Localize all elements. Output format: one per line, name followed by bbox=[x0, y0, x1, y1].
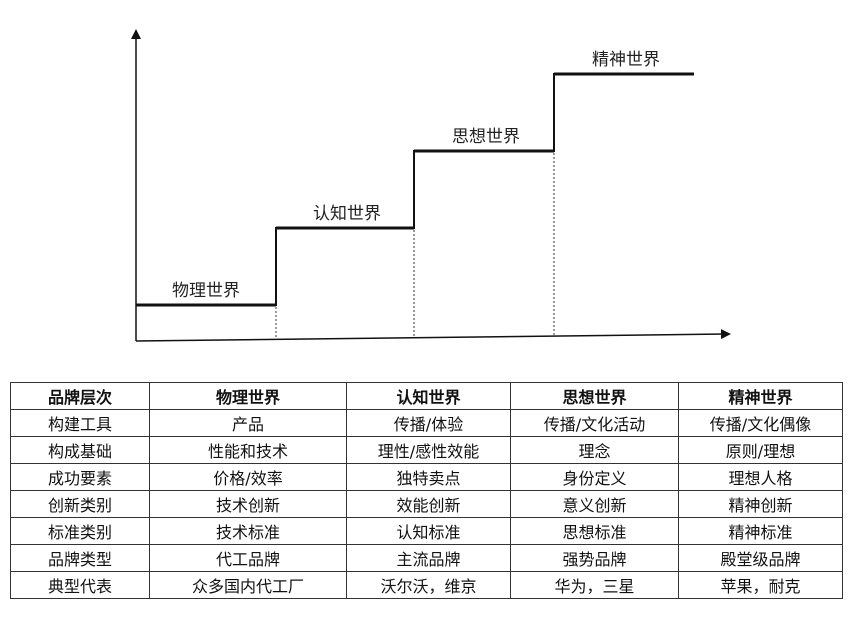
table-header-cell: 物理世界 bbox=[149, 382, 347, 410]
table-cell: 性能和技术 bbox=[149, 436, 347, 464]
table-row-header-cell: 标准类别 bbox=[10, 517, 150, 545]
table-row: 构成基础性能和技术理性/感性效能理念原则/理想 bbox=[10, 436, 843, 464]
step-label: 思想世界 bbox=[452, 127, 520, 147]
table-cell: 价格/效率 bbox=[149, 463, 347, 491]
table-cell: 思想标准 bbox=[510, 517, 679, 545]
table-row: 构建工具产品传播/体验传播/文化活动传播/文化偶像 bbox=[10, 409, 843, 437]
step-label: 认知世界 bbox=[313, 204, 381, 224]
table-row: 典型代表众多国内代工厂沃尔沃，维京华为，三星苹果，耐克 bbox=[10, 571, 843, 599]
table-cell: 独特卖点 bbox=[346, 463, 511, 491]
table-cell: 身份定义 bbox=[510, 463, 679, 491]
brand-level-table-wrap: 品牌层次 物理世界 认知世界 思想世界 精神世界 构建工具产品传播/体验传播/文… bbox=[10, 382, 843, 599]
table-cell: 主流品牌 bbox=[346, 544, 511, 572]
table-cell: 产品 bbox=[149, 409, 347, 437]
step-label: 物理世界 bbox=[172, 281, 240, 301]
x-axis bbox=[135, 329, 731, 342]
table-row-header-cell: 创新类别 bbox=[10, 490, 150, 518]
table-body: 构建工具产品传播/体验传播/文化活动传播/文化偶像构成基础性能和技术理性/感性效… bbox=[10, 409, 843, 599]
table-cell: 传播/体验 bbox=[346, 409, 511, 437]
table-header-cell: 品牌层次 bbox=[10, 382, 150, 410]
table-row: 标准类别技术标准认知标准思想标准精神标准 bbox=[10, 517, 843, 545]
table-header-row: 品牌层次 物理世界 认知世界 思想世界 精神世界 bbox=[10, 382, 843, 410]
table-header-cell: 精神世界 bbox=[678, 382, 843, 410]
table-cell: 理性/感性效能 bbox=[346, 436, 511, 464]
table-row-header-cell: 成功要素 bbox=[10, 463, 150, 491]
table-row-header-cell: 构成基础 bbox=[10, 436, 150, 464]
table-cell: 强势品牌 bbox=[510, 544, 679, 572]
table-cell: 传播/文化活动 bbox=[510, 409, 679, 437]
table-row: 成功要素价格/效率独特卖点身份定义理想人格 bbox=[10, 463, 843, 491]
table-cell: 理念 bbox=[510, 436, 679, 464]
table-cell: 技术创新 bbox=[149, 490, 347, 518]
table-cell: 原则/理想 bbox=[678, 436, 843, 464]
table-cell: 精神创新 bbox=[678, 490, 843, 518]
table-cell: 代工品牌 bbox=[149, 544, 347, 572]
table-row: 创新类别技术创新效能创新意义创新精神创新 bbox=[10, 490, 843, 518]
staircase-diagram: 物理世界 认知世界 思想世界 精神世界 bbox=[131, 29, 731, 342]
table-header-cell: 认知世界 bbox=[346, 382, 511, 410]
table-cell: 众多国内代工厂 bbox=[149, 571, 347, 599]
step-label: 精神世界 bbox=[592, 50, 660, 70]
table-cell: 精神标准 bbox=[678, 517, 843, 545]
table-row-header-cell: 典型代表 bbox=[10, 571, 150, 599]
table-cell: 华为，三星 bbox=[510, 571, 679, 599]
steps-layer: 物理世界 认知世界 思想世界 精神世界 bbox=[136, 50, 694, 340]
table-row: 品牌类型代工品牌主流品牌强势品牌殿堂级品牌 bbox=[10, 544, 843, 572]
table-cell: 殿堂级品牌 bbox=[678, 544, 843, 572]
table-row-header-cell: 构建工具 bbox=[10, 409, 150, 437]
table-cell: 意义创新 bbox=[510, 490, 679, 518]
table-cell: 理想人格 bbox=[678, 463, 843, 491]
table-cell: 传播/文化偶像 bbox=[678, 409, 843, 437]
table-header-cell: 思想世界 bbox=[510, 382, 679, 410]
table-cell: 苹果，耐克 bbox=[678, 571, 843, 599]
table-cell: 沃尔沃，维京 bbox=[346, 571, 511, 599]
table-cell: 技术标准 bbox=[149, 517, 347, 545]
table-cell: 效能创新 bbox=[346, 490, 511, 518]
table-row-header-cell: 品牌类型 bbox=[10, 544, 150, 572]
table-cell: 认知标准 bbox=[346, 517, 511, 545]
brand-level-table: 品牌层次 物理世界 认知世界 思想世界 精神世界 构建工具产品传播/体验传播/文… bbox=[10, 382, 843, 599]
